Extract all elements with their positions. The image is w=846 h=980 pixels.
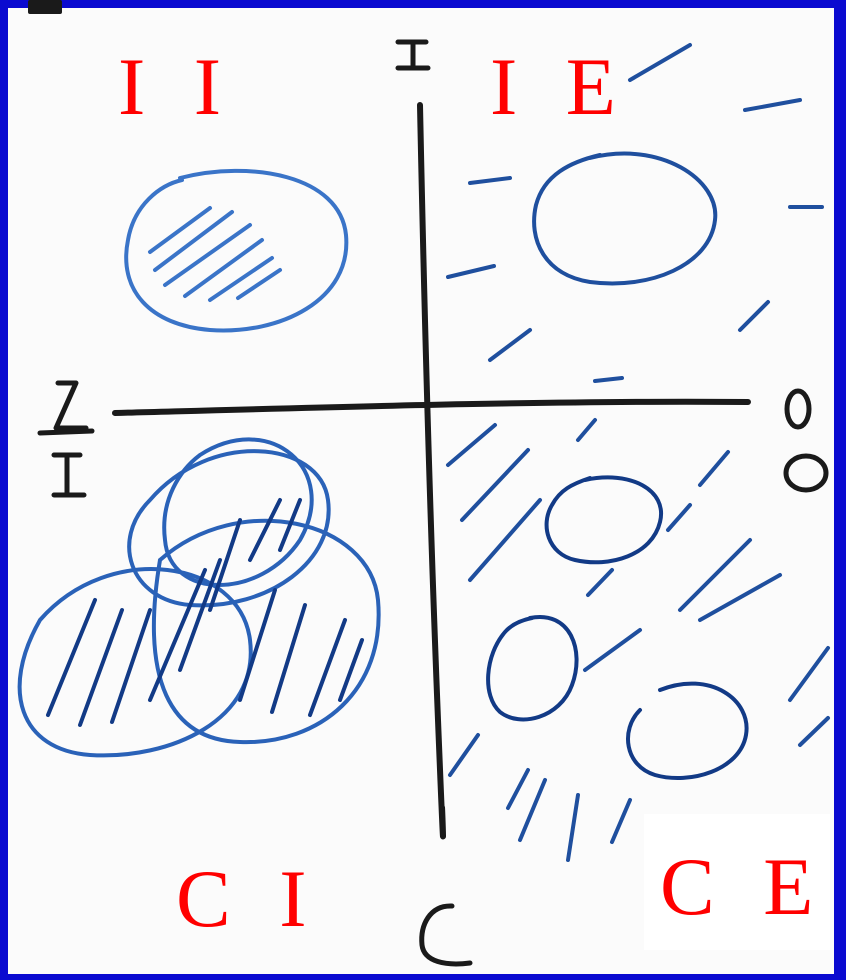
right-axis-glyph-upper (787, 391, 809, 427)
horizontal-axis (115, 402, 748, 413)
left-axis-glyph-upper (40, 383, 92, 433)
bottom-axis-glyph (422, 906, 470, 964)
label-top-left: I I (118, 46, 235, 128)
vertical-axis (420, 105, 443, 836)
right-axis-glyph-lower (786, 456, 826, 490)
top-left-oval (126, 171, 346, 331)
left-axis-glyph-lower (54, 455, 84, 495)
label-bottom-right: C E (660, 846, 827, 928)
bottom-left-ovals (20, 439, 379, 755)
label-bottom-left: C I (176, 858, 321, 940)
bottom-right-dashes (448, 420, 828, 860)
label-top-right: I E (490, 46, 630, 128)
top-right-circle (534, 154, 715, 284)
top-axis-glyph (398, 42, 428, 68)
bottom-right-circles (488, 477, 746, 778)
